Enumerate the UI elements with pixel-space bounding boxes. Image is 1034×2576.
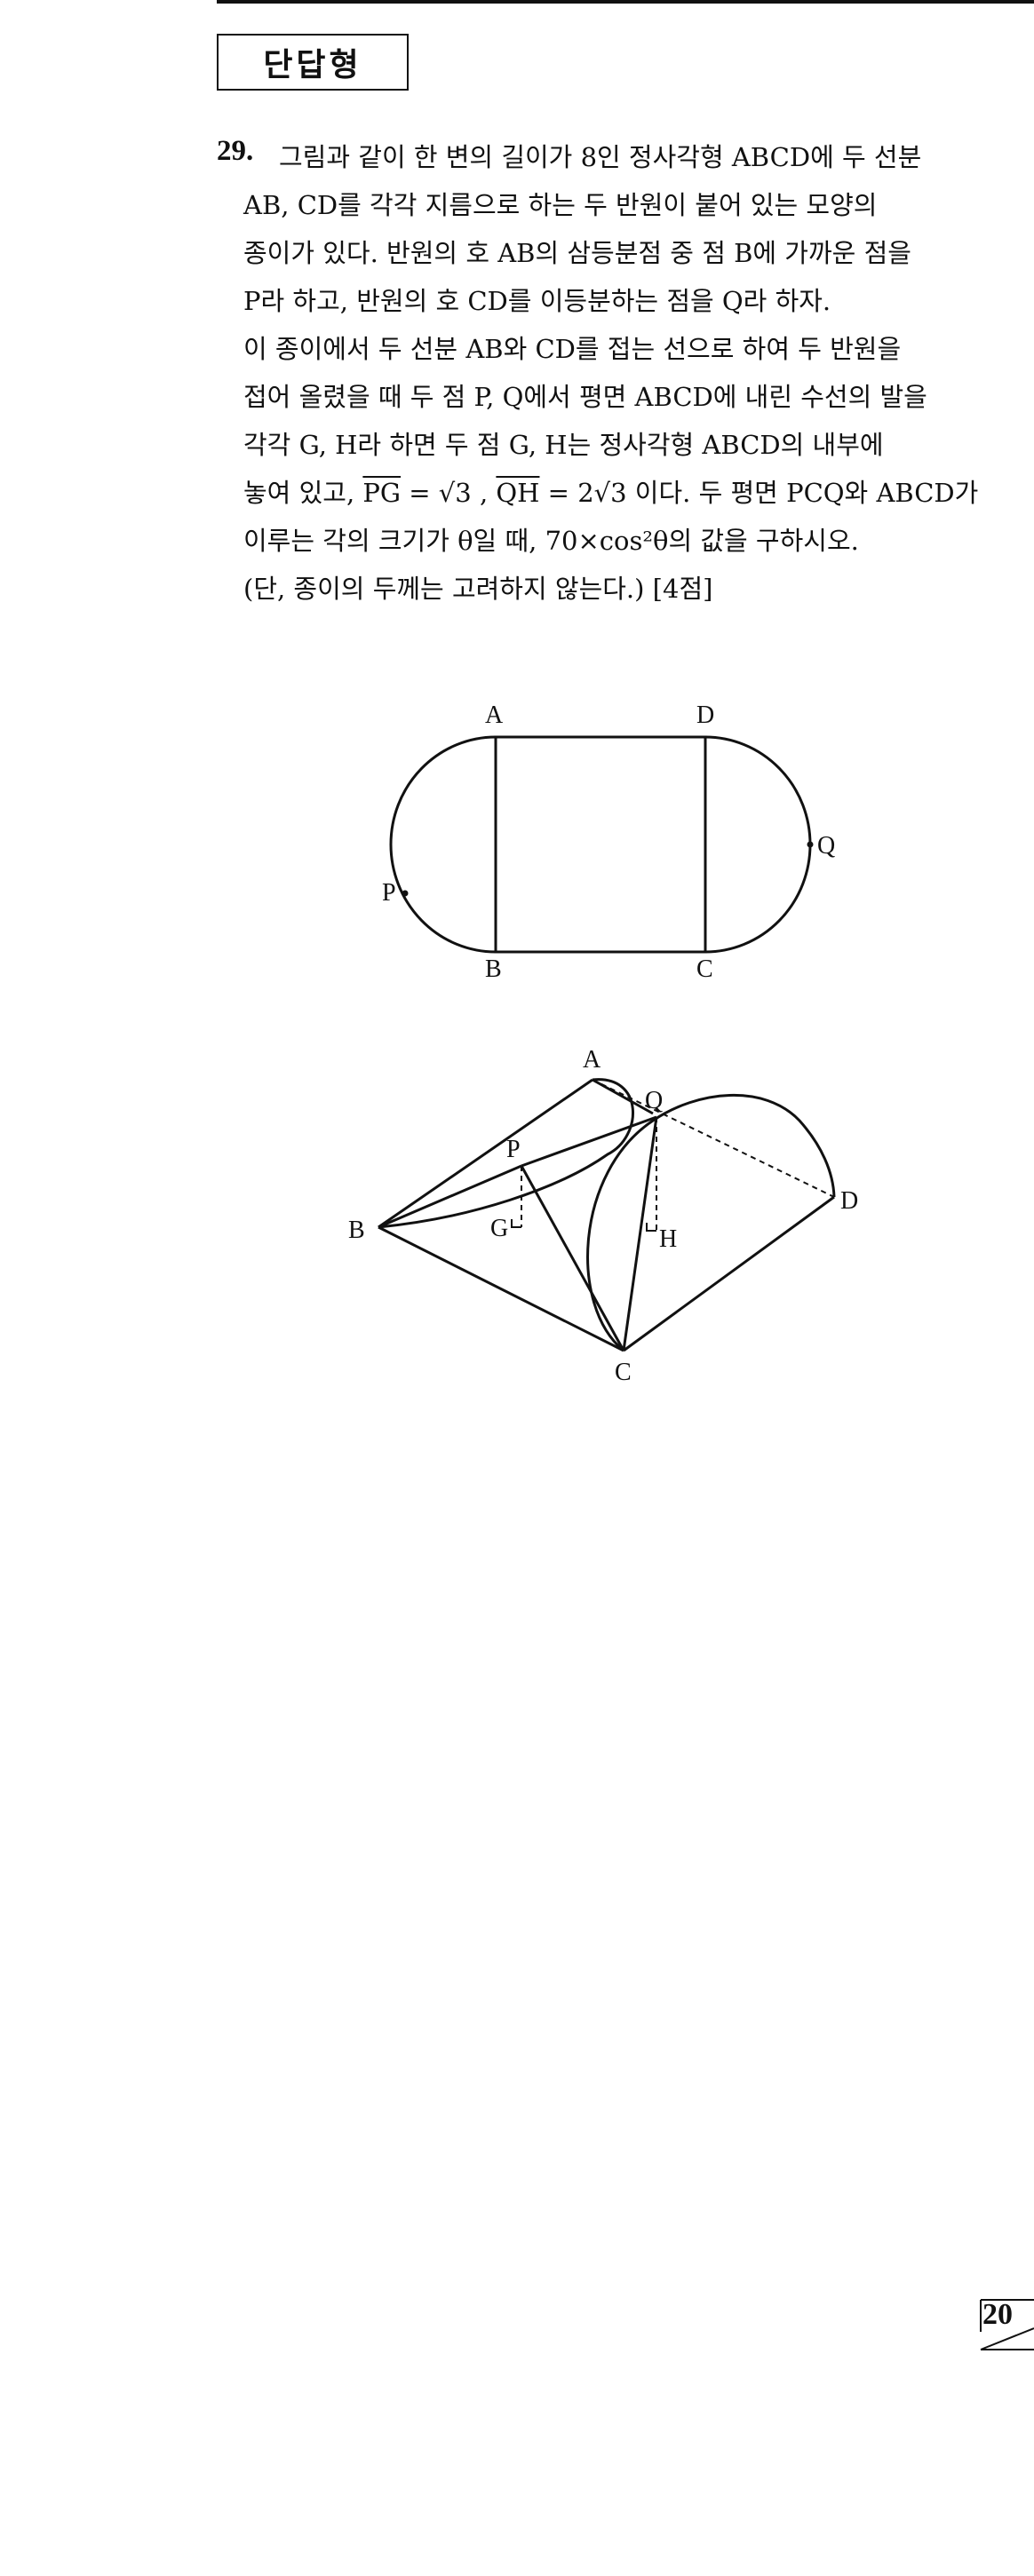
figure-folded-paper: A B C D P Q G H — [348, 1046, 858, 1386]
square-abcd — [494, 735, 707, 954]
edge-cd — [623, 1195, 835, 1352]
question-line: P라 하고, 반원의 호 CD를 이등분하는 점을 Q라 하자. — [243, 286, 831, 316]
label-b: B — [485, 955, 502, 983]
label-p: P — [506, 1136, 521, 1163]
top-rule — [217, 0, 1034, 4]
label-b: B — [348, 1217, 365, 1244]
figure-flat-paper: A D B C P Q — [382, 701, 835, 983]
label-a: A — [583, 1046, 601, 1074]
right-angle-h — [646, 1223, 656, 1232]
question-line: 종이가 있다. 반원의 호 AB의 삼등분점 중 점 B에 가까운 점을 — [243, 238, 911, 268]
edge-bc — [378, 1225, 624, 1352]
label-d: D — [840, 1187, 858, 1215]
point-p-marker — [402, 890, 409, 897]
question-line: 접어 올렸을 때 두 점 P, Q에서 평면 ABCD에 내린 수선의 발을 — [243, 382, 927, 412]
label-c: C — [615, 1359, 632, 1386]
point-q-marker — [807, 841, 814, 848]
label-g: G — [490, 1215, 508, 1242]
segment-qh: QH — [496, 478, 540, 508]
question-line: 이 종이에서 두 선분 AB와 CD를 접는 선으로 하여 두 반원을 — [243, 334, 902, 364]
question-line: 각각 G, H라 하면 두 점 G, H는 정사각형 ABCD의 내부에 — [243, 430, 884, 460]
label-a: A — [485, 701, 504, 729]
question-number: 29. — [217, 135, 254, 167]
section-title: 단답형 — [263, 47, 362, 83]
semicircle-cd — [704, 735, 812, 954]
segment-qc — [622, 1116, 658, 1351]
page-number-box: 20 — [975, 2298, 1034, 2351]
label-h: H — [659, 1225, 677, 1253]
segment-pg: PG — [362, 478, 402, 508]
folded-semicircle-ab — [378, 1078, 634, 1229]
folded-semicircle-cd — [586, 1094, 836, 1352]
question-line: 그림과 같이 한 변의 길이가 8인 정사각형 ABCD에 두 선분 — [279, 142, 922, 172]
condition-eq1: = √3 , — [401, 478, 497, 508]
question-text: 그림과 같이 한 변의 길이가 8인 정사각형 ABCD에 두 선분 AB, C… — [217, 133, 1007, 613]
page-number-frame — [980, 2299, 1034, 2350]
label-c: C — [696, 955, 713, 983]
question-line-condition: 놓여 있고, PG = √3 , QH = 2√3 이다. 두 평면 PCQ와 … — [217, 469, 1007, 517]
label-d: D — [696, 701, 714, 729]
segment-pc — [520, 1165, 625, 1351]
edge-ab — [378, 1078, 593, 1229]
question-line: AB, CD를 각각 지름으로 하는 두 반원이 붙어 있는 모양의 — [243, 190, 878, 220]
condition-prefix: 놓여 있고, — [243, 478, 363, 508]
label-q: Q — [817, 832, 835, 860]
question-line: 이루는 각의 크기가 θ일 때, 70×cos²θ의 값을 구하시오. — [243, 526, 859, 556]
label-q: Q — [645, 1087, 663, 1114]
segment-bp — [378, 1164, 522, 1229]
segment-pq — [521, 1115, 657, 1168]
question-line: (단, 종이의 두께는 고려하지 않는다.) [4점] — [243, 574, 713, 604]
page-number: 20 — [982, 2298, 1013, 2331]
section-title-box: 단답형 — [217, 34, 409, 91]
right-angle-g — [511, 1219, 521, 1228]
label-p: P — [382, 879, 396, 907]
semicircle-ab — [389, 735, 497, 954]
condition-eq2: = 2√3 이다. 두 평면 PCQ와 ABCD가 — [539, 478, 979, 508]
